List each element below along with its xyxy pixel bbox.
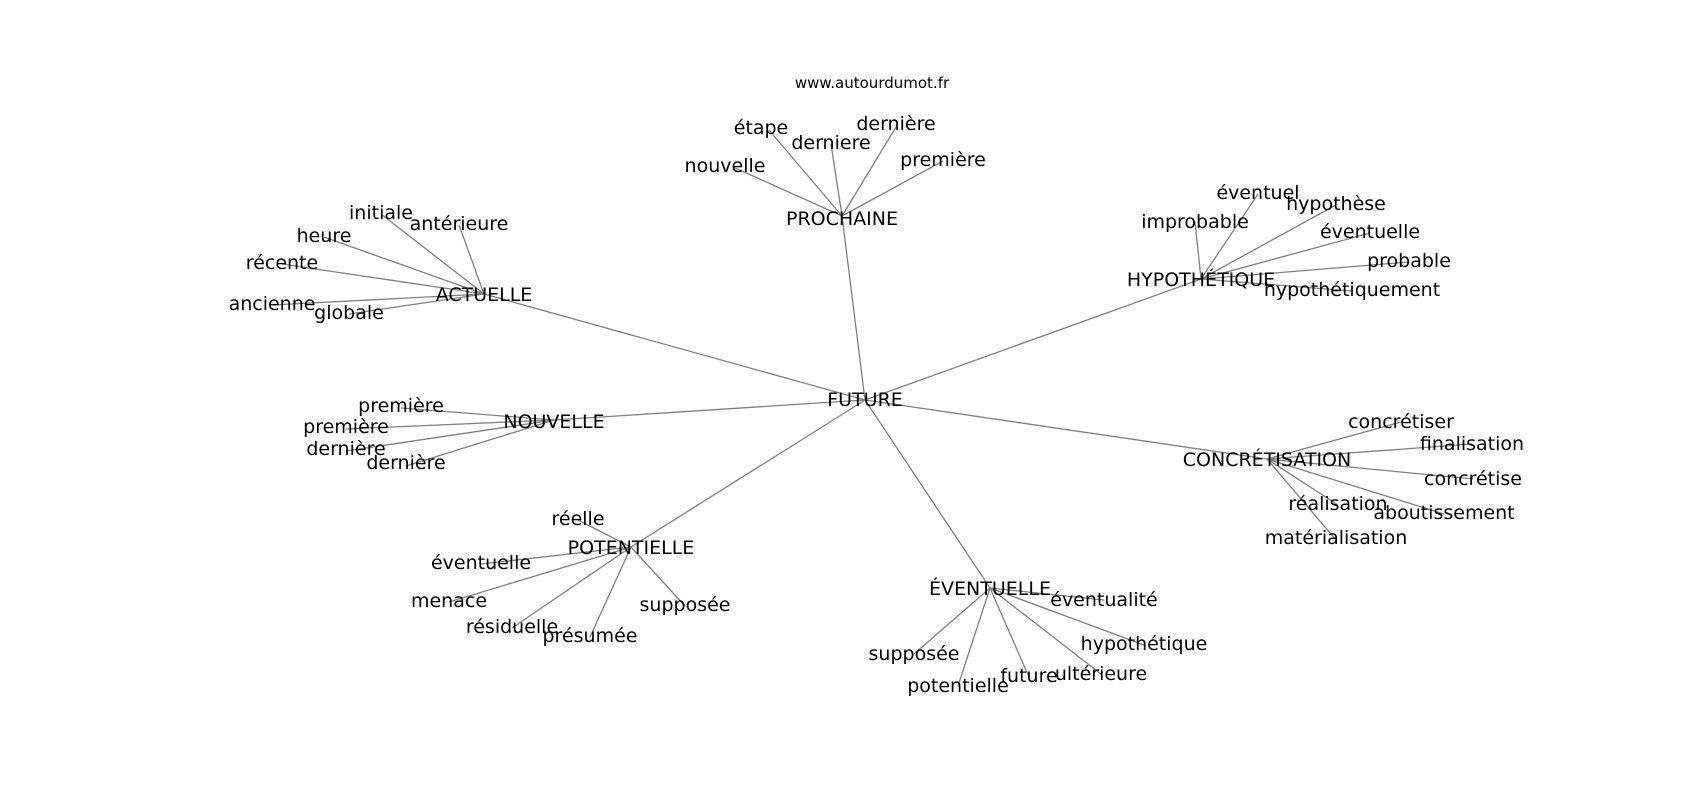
leaf-word: éventualité bbox=[1050, 589, 1158, 611]
edge-line bbox=[841, 215, 866, 401]
hub-word-actuelle: ACTUELLE bbox=[436, 284, 533, 306]
leaf-word: nouvelle bbox=[685, 155, 766, 177]
edge-line bbox=[345, 419, 555, 452]
edge-line bbox=[630, 546, 686, 607]
edge-line bbox=[553, 399, 866, 421]
leaf-word: matérialisation bbox=[1265, 527, 1408, 549]
edge-line bbox=[511, 546, 632, 629]
edge-line bbox=[348, 293, 485, 315]
edge-line bbox=[323, 236, 485, 295]
edge-line bbox=[1266, 458, 1445, 515]
edge-line bbox=[1200, 204, 1337, 280]
leaf-word: ultérieure bbox=[1055, 663, 1147, 685]
edge-line bbox=[1266, 458, 1474, 480]
edge-line bbox=[1200, 278, 1353, 292]
edge-line bbox=[913, 587, 991, 655]
edge-line bbox=[989, 587, 1145, 646]
edge-line bbox=[577, 519, 632, 548]
hub-word-potentielle: POTENTIELLE bbox=[568, 537, 695, 559]
leaf-word: concrétiser bbox=[1348, 411, 1454, 433]
leaf-word: globale bbox=[314, 302, 384, 324]
edge-line bbox=[1266, 421, 1402, 460]
edge-line bbox=[630, 399, 866, 548]
edge-line bbox=[1266, 458, 1339, 506]
leaf-word: hypothétique bbox=[1081, 633, 1208, 655]
center-word: FUTURE bbox=[827, 389, 903, 411]
edge-line bbox=[271, 293, 485, 306]
leaf-word: première bbox=[303, 416, 389, 438]
leaf-word: éventuelle bbox=[431, 552, 531, 574]
leaf-word: menace bbox=[411, 590, 487, 612]
edge-line bbox=[400, 407, 555, 421]
edge-line bbox=[1200, 193, 1259, 280]
edge-line bbox=[864, 399, 991, 589]
leaf-word: finalisation bbox=[1420, 433, 1524, 455]
leaf-word: future bbox=[1000, 665, 1057, 687]
leaf-word: première bbox=[900, 149, 986, 171]
leaf-word: dernière bbox=[306, 438, 385, 460]
hub-word-concretisation: CONCRÉTISATION bbox=[1183, 448, 1351, 471]
leaf-word: hypothèse bbox=[1286, 193, 1386, 215]
edge-line bbox=[989, 587, 1030, 678]
edge-line bbox=[830, 143, 843, 217]
leaf-word: éventuel bbox=[1216, 182, 1299, 204]
edges-layer bbox=[271, 126, 1474, 687]
leaf-word: dernière bbox=[366, 452, 445, 474]
leaf-word: supposée bbox=[640, 594, 731, 616]
leaf-word: heure bbox=[297, 225, 352, 247]
leaf-word: aboutissement bbox=[1373, 502, 1514, 524]
edge-line bbox=[589, 546, 632, 638]
edge-line bbox=[989, 587, 1105, 601]
leaf-word: première bbox=[358, 395, 444, 417]
edge-line bbox=[989, 587, 1102, 675]
leaf-word: réalisation bbox=[1288, 493, 1387, 515]
leaf-word: improbable bbox=[1141, 211, 1249, 233]
leaf-word: hypothétiquement bbox=[1264, 279, 1440, 301]
edge-line bbox=[345, 419, 555, 430]
edge-line bbox=[864, 278, 1202, 401]
edge-line bbox=[768, 129, 843, 217]
edge-line bbox=[458, 224, 485, 295]
leaf-word: concrétise bbox=[1424, 468, 1522, 490]
leaf-word: présumée bbox=[543, 625, 638, 647]
edge-line bbox=[281, 263, 485, 295]
leaf-word: récente bbox=[246, 252, 318, 274]
leaf-word: probable bbox=[1367, 250, 1451, 272]
edge-line bbox=[732, 166, 843, 217]
leaf-word: initiale bbox=[349, 202, 413, 224]
edge-line bbox=[483, 293, 866, 401]
edge-line bbox=[448, 546, 632, 603]
hub-word-eventuelle: ÉVENTUELLE bbox=[929, 577, 1051, 600]
leaf-word: potentielle bbox=[907, 675, 1009, 697]
edge-line bbox=[1194, 221, 1202, 280]
edge-line bbox=[1200, 232, 1371, 280]
hub-word-nouvelle: NOUVELLE bbox=[503, 411, 604, 433]
leaf-word: supposée bbox=[869, 643, 960, 665]
leaf-word: résiduelle bbox=[466, 616, 558, 638]
leaf-word: antérieure bbox=[410, 213, 509, 235]
leaf-word: derniere bbox=[791, 132, 870, 154]
edge-line bbox=[841, 160, 944, 217]
edge-line bbox=[405, 419, 555, 467]
leaf-word: éventuelle bbox=[1320, 221, 1420, 243]
leaf-word: réelle bbox=[551, 508, 604, 530]
leaf-word: ancienne bbox=[229, 293, 316, 315]
edge-line bbox=[380, 213, 485, 295]
edge-line bbox=[1266, 458, 1337, 541]
leaf-word: dernière bbox=[856, 113, 935, 135]
edge-line bbox=[480, 546, 632, 565]
site-label: www.autourdumot.fr bbox=[795, 74, 950, 92]
leaf-word: étape bbox=[734, 117, 789, 139]
edge-line bbox=[957, 587, 991, 687]
edge-line bbox=[864, 399, 1268, 460]
hub-word-hypothetique: HYPOTHÉTIQUE bbox=[1127, 268, 1275, 291]
edge-line bbox=[841, 126, 897, 217]
edge-line bbox=[1266, 443, 1473, 460]
hub-word-prochaine: PROCHAINE bbox=[786, 208, 898, 230]
edge-line bbox=[1200, 261, 1410, 280]
